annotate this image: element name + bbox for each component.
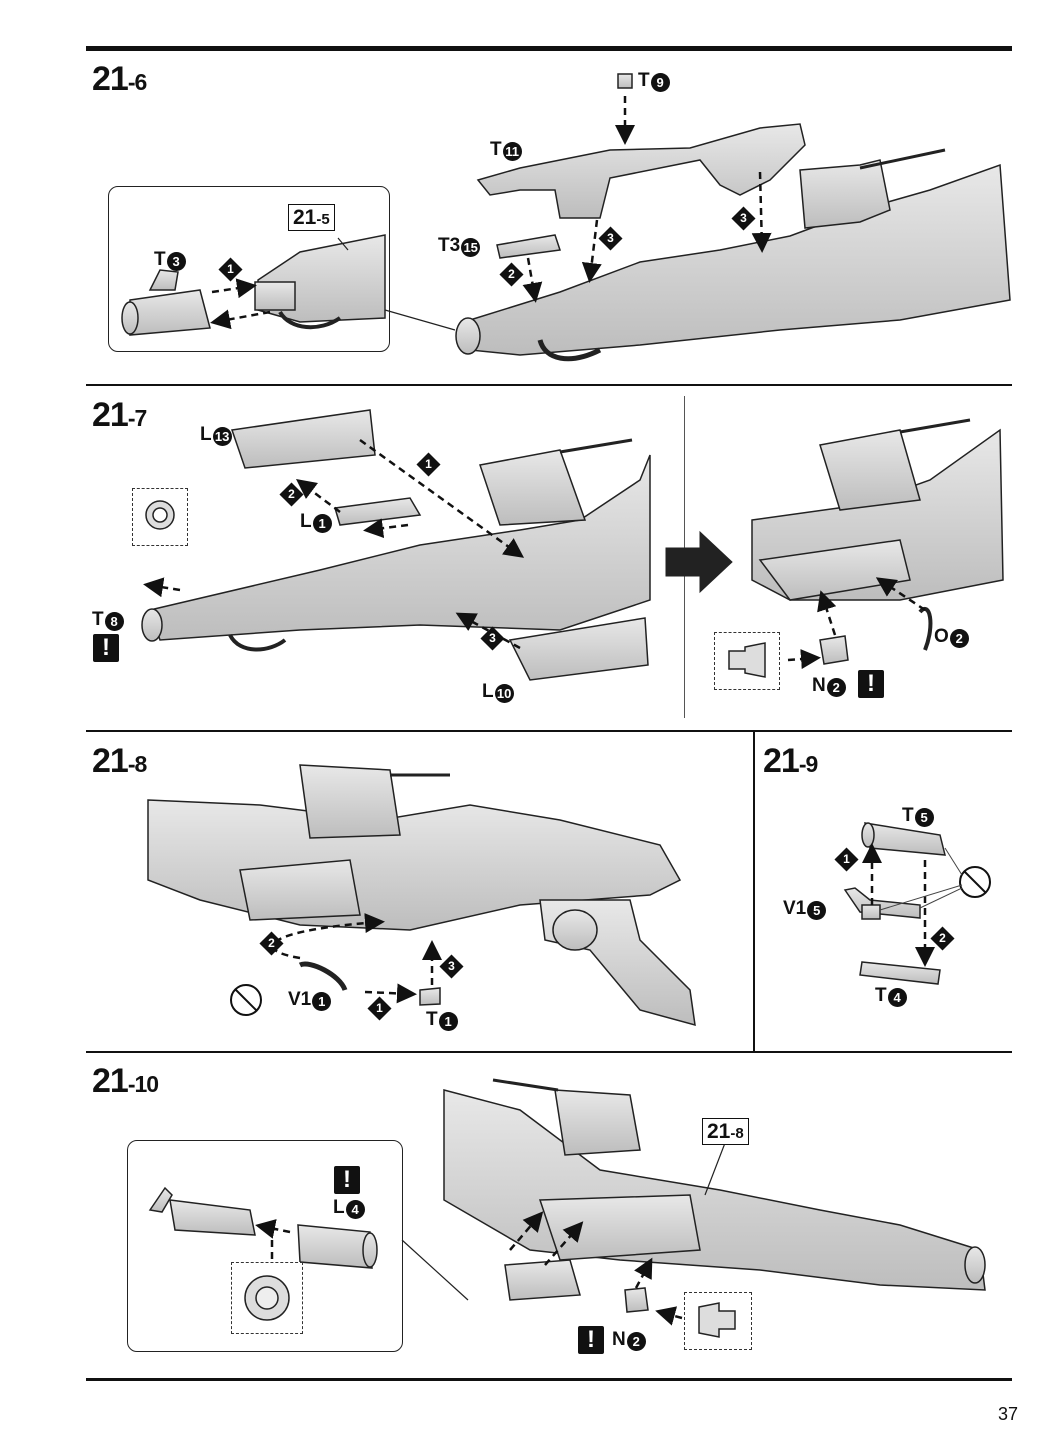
gun-assembly-21-7: [141, 409, 651, 681]
detail-box-n2-b: [684, 1292, 752, 1350]
step-21-10: 21-10: [92, 1062, 159, 1100]
inset-21-6-drawing: [121, 234, 386, 336]
order-mark-21-7-3: 3: [480, 626, 505, 651]
order-mark-21-9-2: 2: [930, 926, 955, 951]
order-mark-21-8-3: 3: [439, 954, 464, 979]
order-mark-21-6-2: 2: [499, 262, 524, 287]
warning-icon-21-10-n2: !: [578, 1326, 604, 1354]
progress-arrow: [665, 530, 733, 594]
n2-detail-icon-b: [698, 1302, 736, 1338]
detail-box-t8: [132, 488, 188, 546]
arrows-21-6: [522, 96, 772, 303]
step-21-6: 21-6: [92, 60, 147, 98]
order-mark-21-8-2: 2: [259, 931, 284, 956]
gun-assembly-21-10: [443, 1078, 986, 1313]
inset-21-10-drawing: [148, 1186, 378, 1269]
n2-detail-icon: [728, 642, 766, 678]
t8-detail-icon: [145, 500, 175, 530]
bottom-rule: [86, 1378, 1012, 1381]
warning-icon-21-7: !: [93, 634, 119, 662]
no-cut-icon-21-8: [230, 984, 262, 1016]
inset-21-6: [108, 186, 390, 352]
detail-box-l4: [231, 1262, 303, 1334]
divider-21-8-9: [753, 730, 755, 1052]
gun-assembly-21-7-result: [751, 418, 1004, 665]
ref-21-5: 21-5: [288, 204, 335, 232]
no-cut-icon-21-9: [959, 866, 991, 898]
gun-assembly-21-8: [147, 764, 696, 1027]
warning-icon-21-7-right: !: [858, 670, 884, 698]
divider-1: [86, 384, 1012, 386]
l4-detail-icon: [244, 1275, 290, 1321]
order-mark-21-6-3b: 3: [731, 206, 756, 231]
page-number: 37: [997, 1404, 1018, 1424]
inset-21-10: [127, 1140, 403, 1352]
divider-3: [86, 1051, 1012, 1053]
order-mark-21-9-1: 1: [834, 847, 859, 872]
order-mark-21-7-2: 2: [279, 482, 304, 507]
gun-assembly-21-6: [455, 73, 1011, 362]
ref-21-8: 21-8: [702, 1118, 749, 1146]
step-21-9: 21-9: [763, 742, 818, 780]
warning-icon-21-10-l4: !: [334, 1166, 360, 1194]
divider-2: [86, 730, 1012, 732]
step-21-8: 21-8: [92, 742, 147, 780]
detail-box-n2-a: [714, 632, 780, 690]
order-mark-21-6-3a: 3: [598, 226, 623, 251]
order-mark-21-6-1: 1: [218, 257, 243, 282]
top-rule: [86, 46, 1012, 51]
order-mark-21-8-1: 1: [367, 996, 392, 1021]
part-assembly-21-9: [843, 822, 946, 985]
order-mark-21-7-1: 1: [416, 452, 441, 477]
step-21-7: 21-7: [92, 396, 147, 434]
